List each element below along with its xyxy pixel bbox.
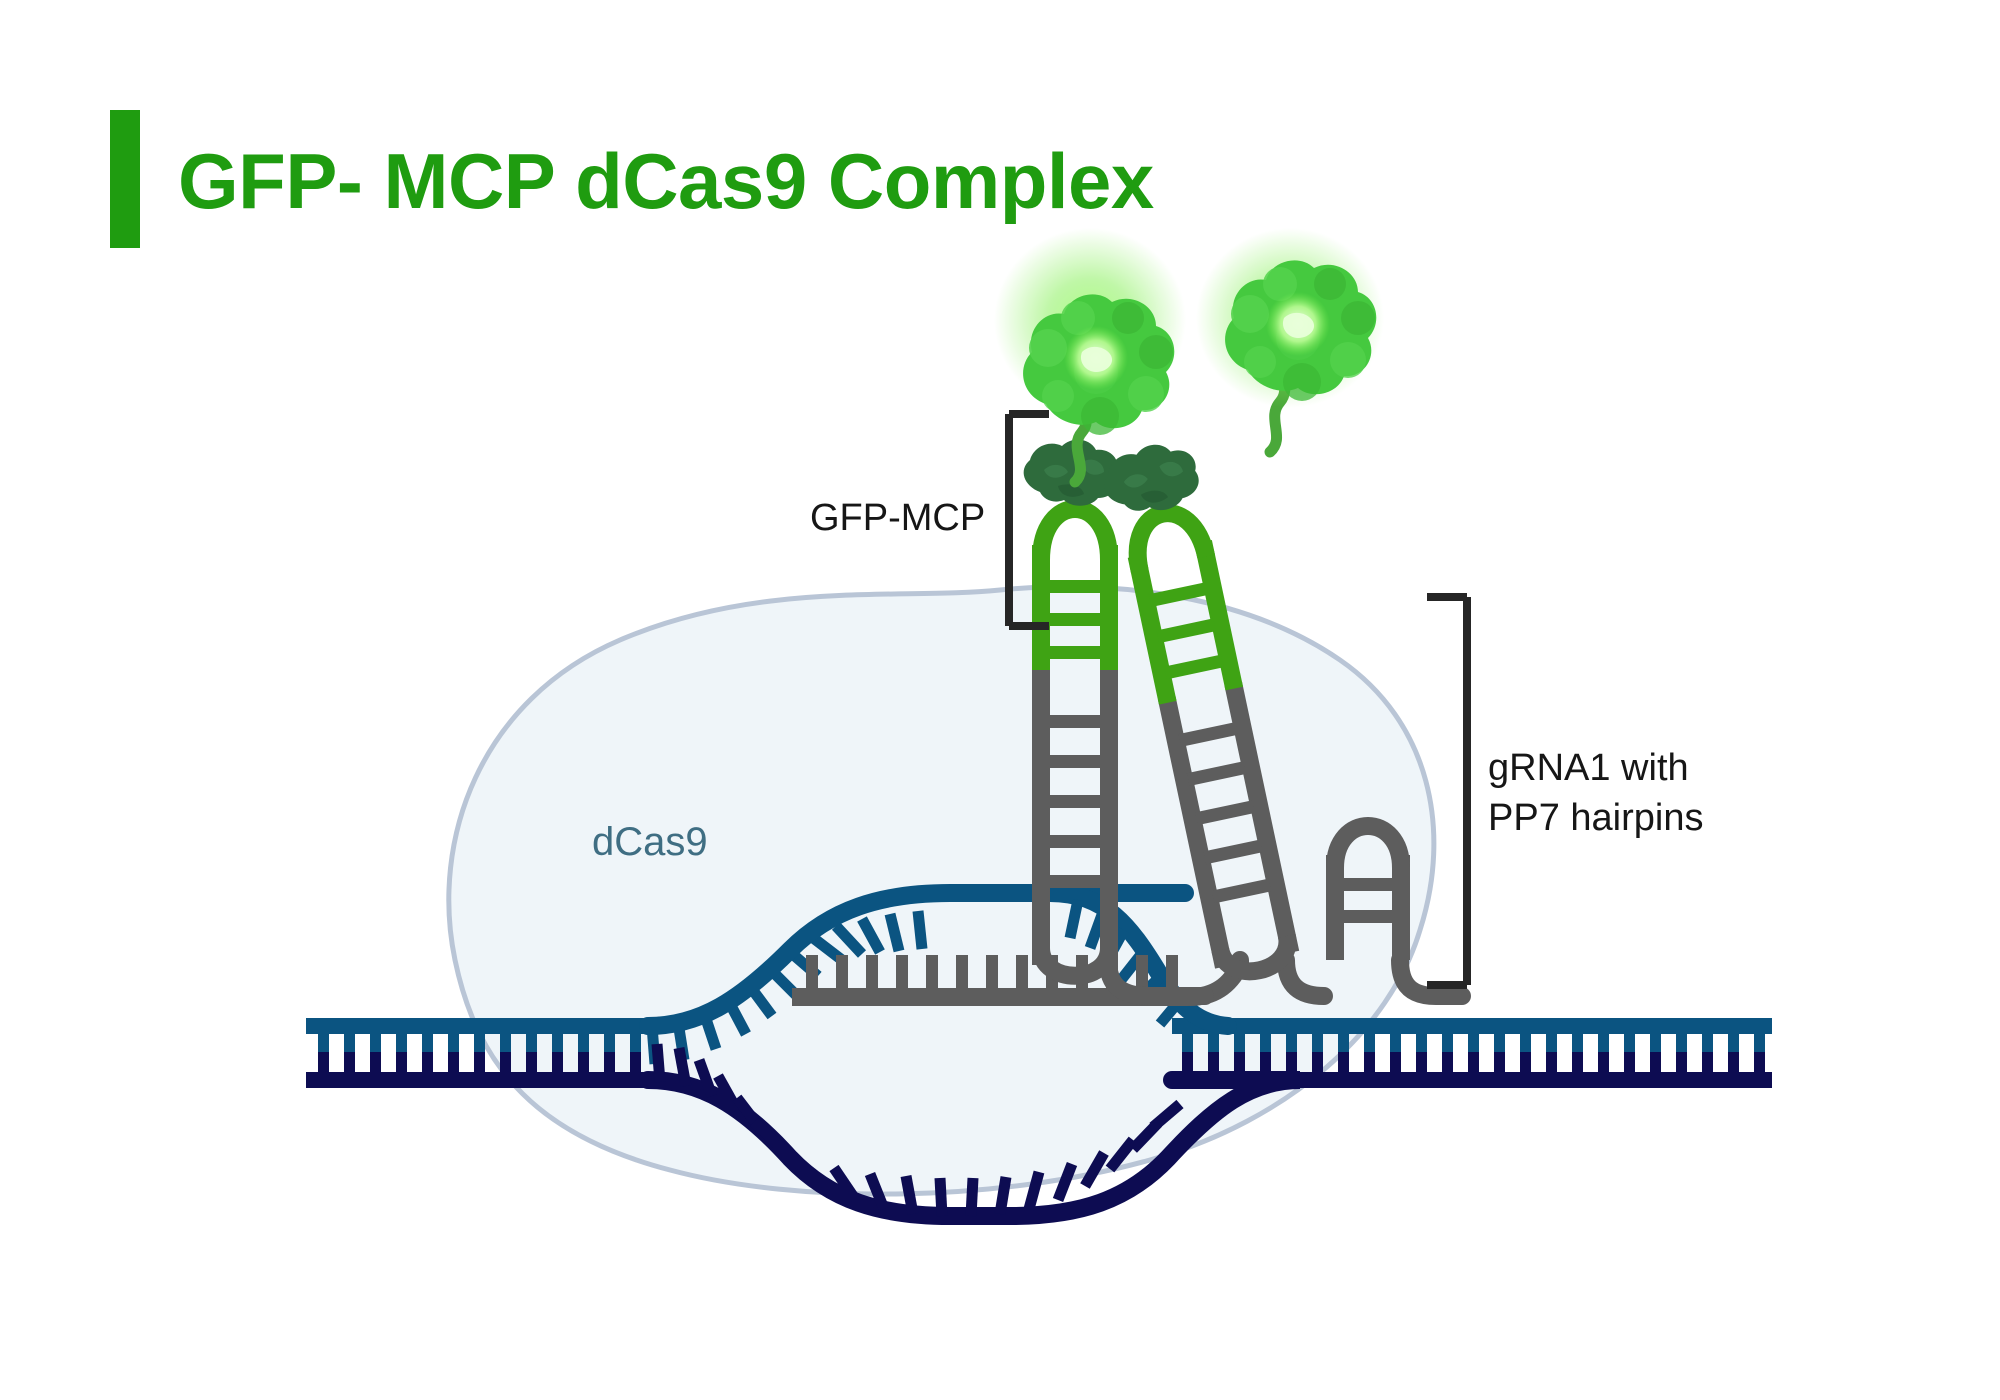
grna-bracket xyxy=(1427,593,1471,989)
gfp1-body xyxy=(1023,294,1175,435)
title-accent-bar xyxy=(110,110,140,248)
hairpin3-rungs xyxy=(1339,878,1395,923)
grna-label-line2: PP7 hairpins xyxy=(1488,797,1703,839)
dna-rungs-right-top xyxy=(1182,1028,1765,1056)
dna-duplex-left xyxy=(306,1018,648,1088)
hairpin2-gray-rungs xyxy=(1178,722,1272,904)
pp7-hairpin-2 xyxy=(1127,504,1300,981)
grna-spacer-duplex xyxy=(792,955,1190,1006)
dna-duplex-right xyxy=(1172,1018,1772,1088)
gfp-mcp-label: GFP-MCP xyxy=(810,497,985,539)
mcp-protein-2 xyxy=(1104,444,1199,511)
rloop-nontarget-strand xyxy=(639,884,1194,1065)
dcas9-label: dCas9 xyxy=(592,820,708,864)
hairpin2-green-rungs xyxy=(1148,582,1224,680)
dna-rungs-right-bottom xyxy=(1182,1052,1765,1080)
gfp-mcp-bracket xyxy=(1005,410,1049,630)
gfp-fluorophore-1 xyxy=(994,228,1186,488)
rloop-target-strand xyxy=(639,1043,1301,1225)
hairpin1-gray-rungs xyxy=(1045,715,1103,888)
hairpin1-green-rungs xyxy=(1045,580,1103,659)
grna-label-line1: gRNA1 with xyxy=(1488,747,1689,789)
grna-small-hairpin-3 xyxy=(1326,817,1410,960)
gfp2-body xyxy=(1225,260,1377,401)
mcp-protein-1 xyxy=(1023,439,1118,506)
gfp-fluorophore-2 xyxy=(1196,228,1384,458)
dna-rungs-left-bottom xyxy=(318,1052,641,1080)
rloop-bottom-teeth xyxy=(651,1043,1184,1217)
page-title: GFP- MCP dCas9 Complex xyxy=(178,137,1154,225)
pp7-hairpin-1 xyxy=(1032,500,1118,985)
dna-rungs-left-top xyxy=(318,1028,641,1056)
page-title-block: GFP- MCP dCas9 Complex xyxy=(110,110,1154,248)
